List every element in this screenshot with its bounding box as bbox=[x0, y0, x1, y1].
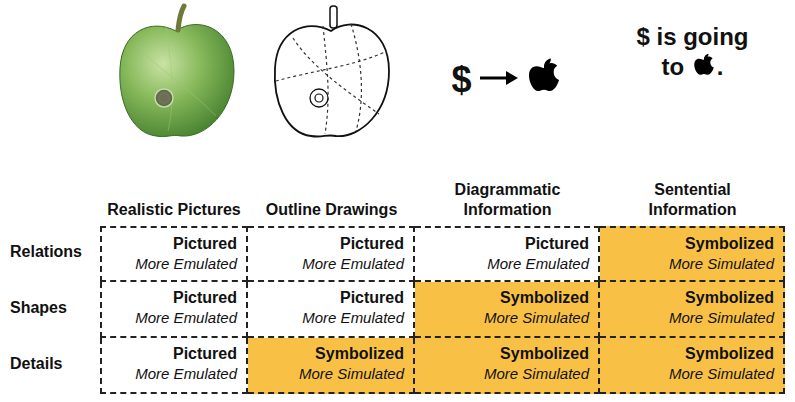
cell-status: Symbolized bbox=[424, 344, 589, 364]
outline-apple bbox=[275, 6, 389, 137]
row-header: Details bbox=[10, 354, 62, 374]
cell-note: More Emulated bbox=[257, 254, 404, 273]
table-cell: SymbolizedMore Simulated bbox=[600, 226, 785, 282]
cell-note: More Emulated bbox=[111, 254, 237, 273]
table-cell: PicturedMore Emulated bbox=[100, 338, 248, 394]
cell-status: Symbolized bbox=[424, 288, 589, 308]
cell-note: More Emulated bbox=[424, 254, 589, 273]
table-cell: SymbolizedMore Simulated bbox=[248, 338, 415, 394]
sentence-tail: . bbox=[691, 53, 724, 80]
table-cell: SymbolizedMore Simulated bbox=[600, 282, 785, 338]
cell-note: More Simulated bbox=[609, 364, 774, 383]
sentence-group: $ is going to . bbox=[625, 22, 760, 82]
table-cell: PicturedMore Emulated bbox=[415, 226, 600, 282]
cell-status: Symbolized bbox=[609, 288, 774, 308]
sentence-period: . bbox=[717, 53, 724, 80]
cell-note: More Emulated bbox=[111, 364, 237, 383]
column-header-box: Realistic Pictures bbox=[100, 168, 248, 220]
cell-status: Pictured bbox=[111, 234, 237, 254]
column-header: Realistic Pictures bbox=[107, 200, 240, 220]
table-cell: SymbolizedMore Simulated bbox=[415, 282, 600, 338]
apple-logo bbox=[691, 52, 717, 78]
cell-note: More Emulated bbox=[111, 308, 237, 327]
apple-logo bbox=[524, 56, 564, 96]
realistic-apple bbox=[120, 6, 234, 137]
cell-status: Pictured bbox=[257, 234, 404, 254]
column-header-box: Diagrammatic Information bbox=[415, 168, 600, 220]
cell-status: Pictured bbox=[424, 234, 589, 254]
cell-note: More Simulated bbox=[609, 308, 774, 327]
diagram-symbol-group: $ bbox=[425, 56, 590, 102]
cell-status: Symbolized bbox=[609, 344, 774, 364]
cell-note: More Emulated bbox=[257, 308, 404, 327]
column-header: Diagrammatic Information bbox=[443, 180, 573, 220]
cell-status: Pictured bbox=[257, 288, 404, 308]
cell-note: More Simulated bbox=[257, 364, 404, 383]
table-cell: SymbolizedMore Simulated bbox=[415, 338, 600, 394]
row-header: Shapes bbox=[10, 298, 67, 318]
table-cell: PicturedMore Emulated bbox=[100, 226, 248, 282]
sentence-text: $ is going to bbox=[636, 23, 748, 80]
table-cell: PicturedMore Emulated bbox=[248, 282, 415, 338]
column-header: Outline Drawings bbox=[266, 200, 398, 220]
table-cell: PicturedMore Emulated bbox=[248, 226, 415, 282]
cell-note: More Simulated bbox=[609, 254, 774, 273]
arrow-symbol bbox=[476, 66, 520, 90]
table-cell: SymbolizedMore Simulated bbox=[600, 338, 785, 394]
row-header: Relations bbox=[10, 242, 82, 262]
column-header-box: Outline Drawings bbox=[248, 168, 415, 220]
table-cell: PicturedMore Emulated bbox=[100, 282, 248, 338]
cell-status: Symbolized bbox=[257, 344, 404, 364]
column-header: Sentential Information bbox=[628, 180, 758, 220]
cell-status: Pictured bbox=[111, 344, 237, 364]
cell-status: Pictured bbox=[111, 288, 237, 308]
cell-note: More Simulated bbox=[424, 364, 589, 383]
dollar-sign: $ bbox=[451, 59, 471, 100]
cell-status: Symbolized bbox=[609, 234, 774, 254]
space bbox=[684, 53, 691, 80]
cell-note: More Simulated bbox=[424, 308, 589, 327]
column-header-box: Sentential Information bbox=[600, 168, 785, 220]
